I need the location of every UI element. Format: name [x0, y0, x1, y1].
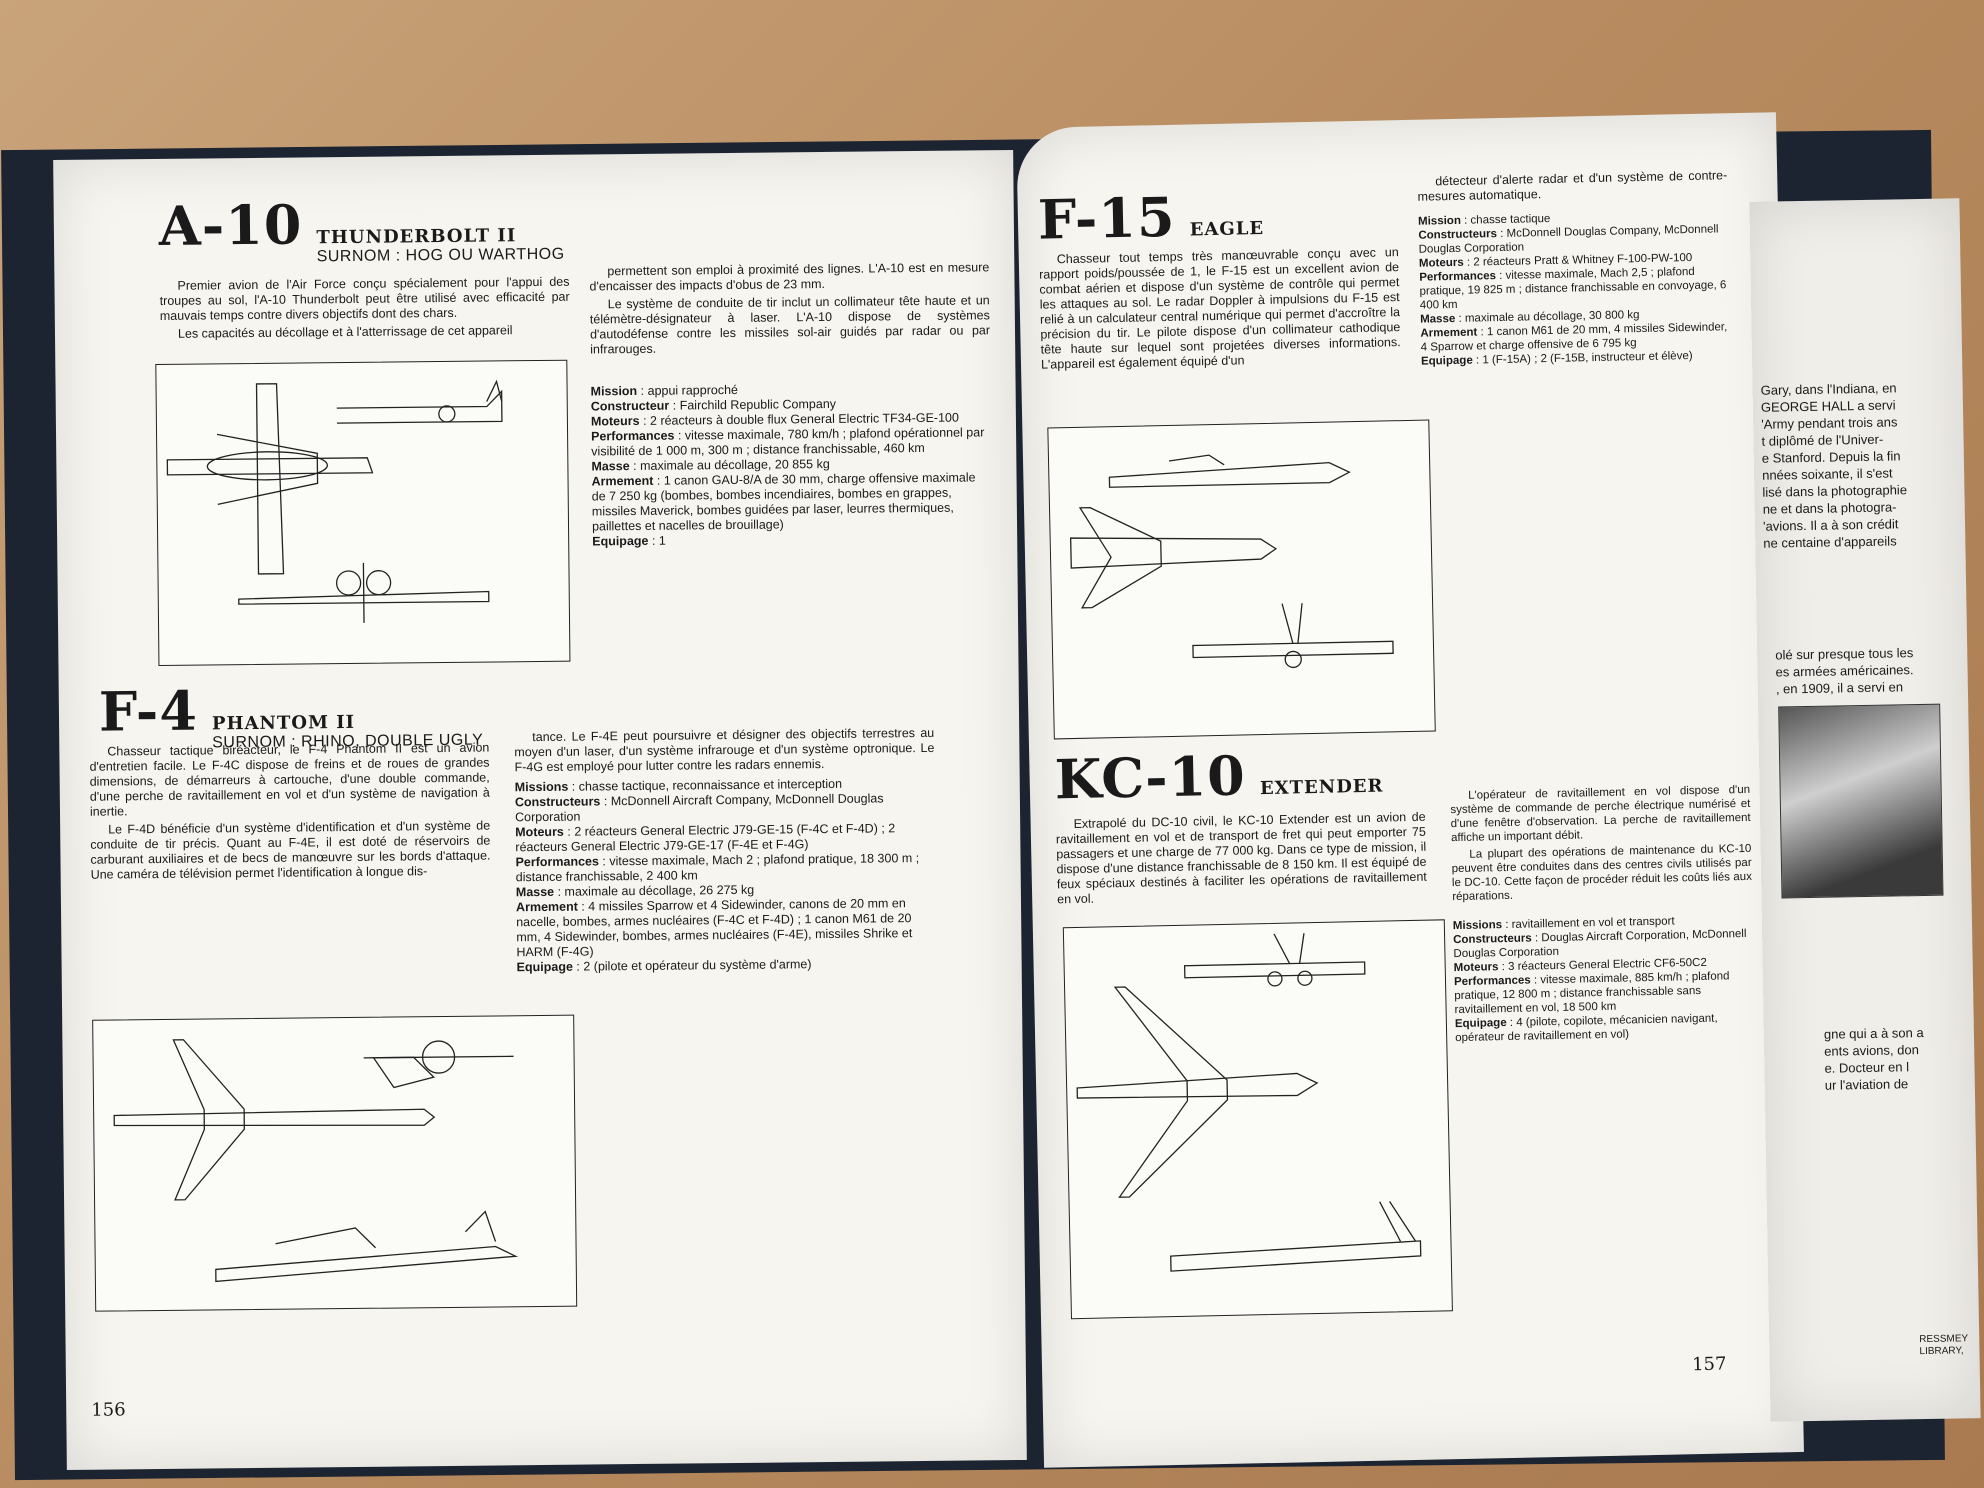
f4-text-col2: tance. Le F-4E peut poursuivre et désign… [514, 726, 934, 778]
f15-paragraph: détecteur d'alerte radar et d'un système… [1417, 168, 1728, 204]
spec-row: Equipage : 4 (pilote, copilote, mécanici… [1454, 1012, 1718, 1045]
spec-row: Performances : vitesse maximale, Mach 2,… [1419, 265, 1727, 312]
kc10-text-col1: Extrapolé du DC-10 civil, le KC-10 Exten… [1055, 810, 1427, 911]
page-number-left: 156 [91, 1399, 126, 1421]
a10-silhouette-icon [166, 379, 503, 623]
a10-specs: Mission : appui rapproché Constructeur :… [591, 380, 993, 549]
f15-paragraph: Chasseur tout temps très manœuvrable con… [1038, 245, 1401, 372]
spec-row: Performances : vitesse maximale, Mach 2 … [515, 851, 920, 885]
spec-row: Moteurs : 2 réacteurs General Electric J… [515, 821, 896, 855]
f4-name: PHANTOM II [211, 711, 356, 735]
f15-silhouette-icon [1069, 454, 1394, 669]
f4-drawing [92, 1014, 578, 1312]
f15-code: F-15 [1037, 184, 1177, 252]
f15-text-col1: Chasseur tout temps très manœuvrable con… [1039, 245, 1401, 376]
a10-nickname: SURNOM : HOG OU WARTHOG [316, 245, 565, 266]
spec-row: Performances : vitesse maximale, 780 km/… [591, 425, 985, 459]
a10-paragraph: Le système de conduite de tir inclut un … [589, 293, 991, 357]
spec-row: Equipage : 2 (pilote et opérateur du sys… [516, 957, 812, 975]
kc10-paragraph: La plupart des opérations de maintenance… [1451, 842, 1753, 904]
spec-row: Constructeurs : McDonnell Aircraft Compa… [514, 791, 884, 825]
a10-text-col1: Premier avion de l'Air Force conçu spéci… [159, 275, 570, 345]
f4-paragraph: tance. Le F-4E peut poursuivre et désign… [514, 725, 935, 775]
page-number-right: 157 [1691, 1353, 1727, 1376]
photo-credit: RESSMEY LIBRARY, [1919, 1333, 1969, 1358]
next-page-edge: Gary, dans l'Indiana, en GEORGE HALL a s… [1749, 198, 1981, 1422]
f4-paragraph: Chasseur tactique biréacteur, le F-4 Pha… [89, 740, 490, 819]
kc10-text-col2: L'opérateur de ravitaillement en vol dis… [1450, 783, 1752, 907]
a10-code: A-10 [158, 192, 303, 258]
author-photo [1778, 703, 1944, 899]
f4-silhouette-icon [113, 1039, 519, 1283]
kc10-heading: KC-10 EXTENDER [1054, 741, 1384, 812]
kc10-paragraph: Extrapolé du DC-10 civil, le KC-10 Exten… [1055, 809, 1427, 907]
f4-text-col1: Chasseur tactique biréacteur, le F-4 Pha… [89, 741, 490, 886]
kc10-code: KC-10 [1054, 743, 1247, 812]
a10-name: THUNDERBOLT II [316, 225, 517, 249]
a10-paragraph: Les capacités au décollage et à l'atterr… [177, 323, 513, 341]
kc10-drawing [1062, 919, 1453, 1320]
spec-row: Armement : 1 canon GAU-8/A de 30 mm, cha… [591, 470, 976, 534]
right-page: F-15 EAGLE Chasseur tout temps très manœ… [1016, 112, 1804, 1468]
f15-name: EAGLE [1189, 217, 1265, 241]
kc10-silhouette-icon [1076, 933, 1422, 1272]
f4-paragraph: Le F-4D bénéficie d'un système d'identif… [90, 818, 491, 882]
left-page: A-10 THUNDERBOLT II SURNOM : HOG OU WART… [53, 150, 1027, 1470]
kc10-paragraph: L'opérateur de ravitaillement en vol dis… [1450, 783, 1751, 845]
f15-drawing [1047, 419, 1436, 740]
a10-drawing [155, 359, 571, 666]
kc10-specs: Missions : ravitaillement en vol et tran… [1453, 913, 1756, 1045]
spec-row: Armement : 4 missiles Sparrow et 4 Sidew… [515, 896, 913, 960]
a10-paragraph: Premier avion de l'Air Force conçu spéci… [159, 274, 570, 323]
bio-text-top: Gary, dans l'Indiana, en GEORGE HALL a s… [1760, 380, 1908, 551]
f15-specs: Mission : chasse tactique Constructeurs … [1418, 208, 1731, 368]
a10-heading: A-10 THUNDERBOLT II SURNOM : HOG OU WART… [159, 190, 565, 268]
f4-code: F-4 [98, 678, 199, 744]
f4-specs: Missions : chasse tactique, reconnaissan… [515, 776, 937, 975]
kc10-name: EXTENDER [1259, 775, 1384, 800]
bio-text-bottom: gne qui a à son a ents avions, don e. Do… [1823, 1025, 1924, 1093]
spec-row: Performances : vitesse maximale, 885 km/… [1453, 970, 1730, 1017]
bio-text-mid: olé sur presque tous les es armées améri… [1775, 645, 1914, 697]
a10-paragraph: permettent son emploi à proximité des li… [589, 260, 990, 294]
spec-row: Equipage : 1 [592, 533, 666, 549]
a10-text-col2: permettent son emploi à proximité des li… [589, 260, 990, 360]
f15-heading: F-15 EAGLE [1037, 183, 1264, 252]
f15-text-col2: détecteur d'alerte radar et d'un système… [1417, 168, 1728, 207]
